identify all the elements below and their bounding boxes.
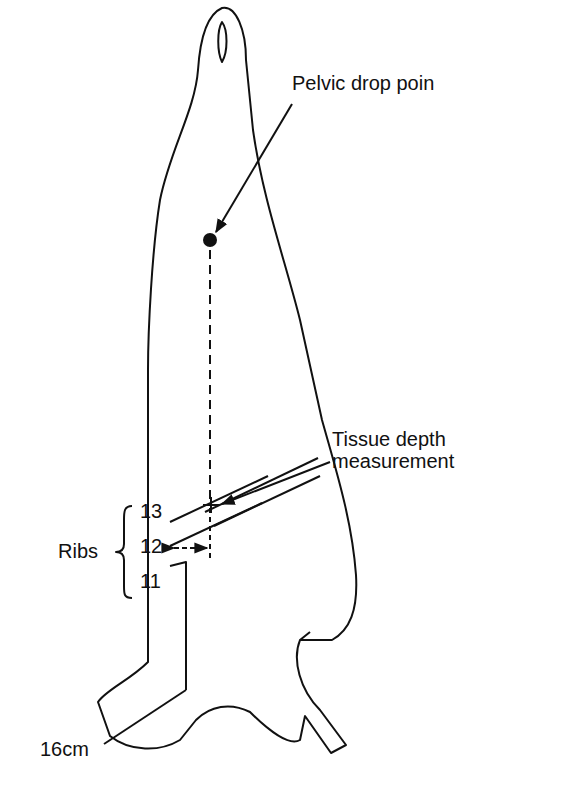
carcass-outline: [98, 8, 356, 753]
rib-11-bracket: [170, 562, 186, 690]
pelvic-drop-dot: [203, 233, 217, 247]
leader-16cm: [104, 690, 186, 744]
plumb-line-lower: [209, 508, 211, 560]
group-label: Ribs: [58, 540, 98, 562]
rib-13-line: [170, 476, 268, 522]
measure-cross: [210, 497, 212, 513]
foreleg-line: [300, 632, 310, 640]
leader-pelvic: [216, 104, 292, 232]
dimension-line: [174, 547, 207, 549]
rib-number: 11: [140, 570, 161, 592]
rib-number: 13: [140, 500, 162, 522]
hock-hole: [218, 22, 226, 62]
plumb-line: [209, 250, 211, 500]
leader-tissue: [222, 462, 330, 504]
ribs-brace: [116, 506, 132, 598]
callout-label: Tissue depth measurement: [332, 428, 492, 472]
rib-number: 12: [140, 535, 162, 557]
callout-label: Pelvic drop poin: [292, 72, 434, 94]
dimension-label: 16cm: [40, 738, 89, 760]
